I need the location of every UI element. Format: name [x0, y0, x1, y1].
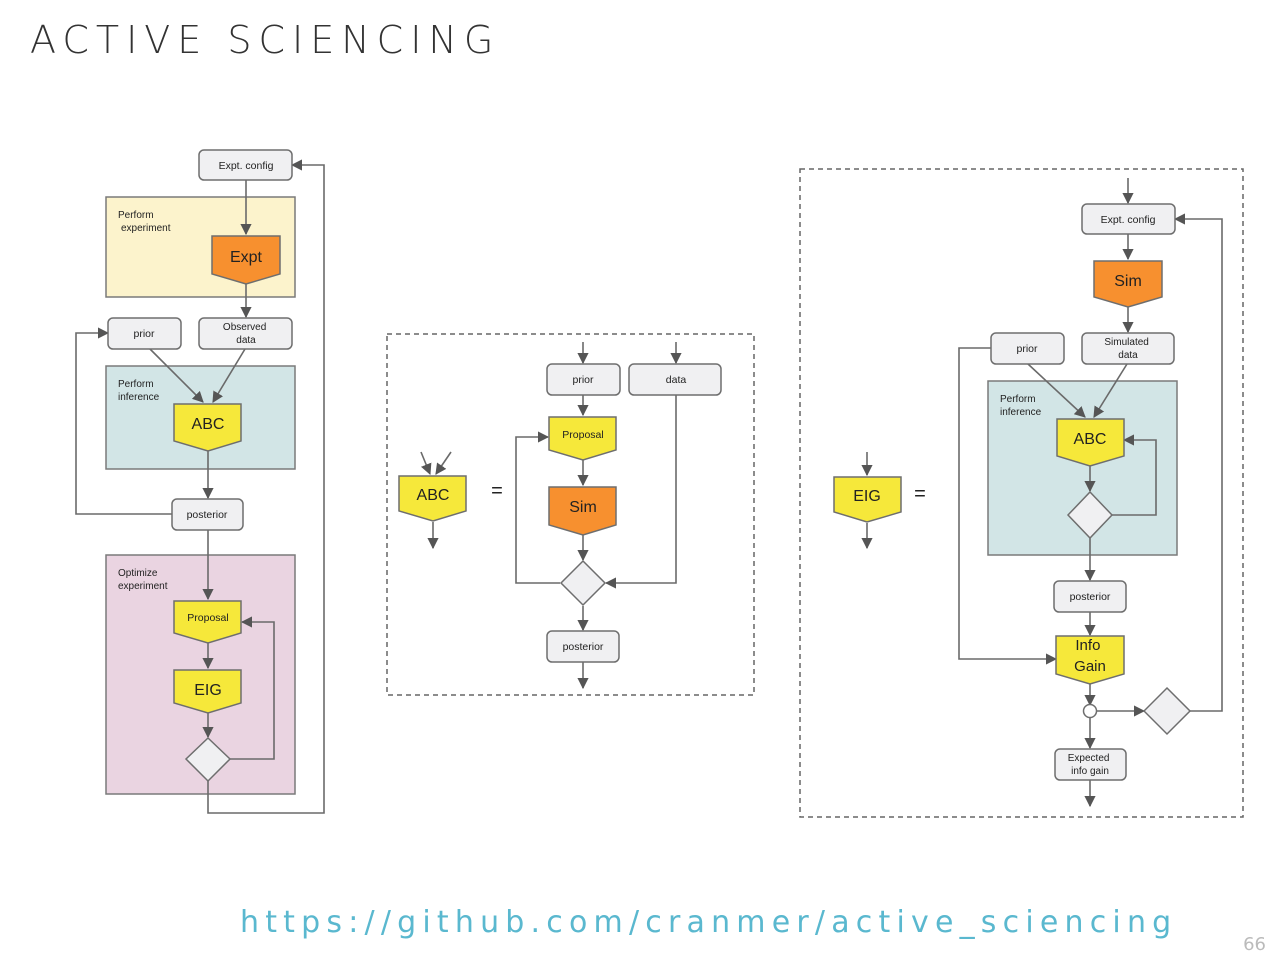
mid-posterior-text: posterior — [563, 641, 604, 653]
posterior-box — [171, 498, 244, 531]
abc-node — [173, 403, 242, 452]
abc-text: ABC — [192, 416, 225, 433]
right-abc-text: ABC — [1074, 431, 1107, 448]
eig-text: EIG — [194, 682, 222, 699]
expt-config-box — [198, 149, 293, 181]
eig-symbol-text: EIG — [853, 488, 881, 505]
right-abc-node — [1056, 418, 1125, 467]
mid-decision-diamond — [559, 559, 607, 607]
optimize-experiment-label: Optimize experiment — [118, 568, 168, 592]
right-prior-text: prior — [1016, 343, 1038, 355]
expt-node — [211, 235, 281, 285]
equals-sign: = — [491, 480, 503, 502]
right-inference-label: Perform inference — [1000, 394, 1042, 418]
eig-symbol-node — [833, 476, 902, 523]
expt-config-text: Expt. config — [219, 160, 274, 172]
abc-symbol-node — [398, 475, 467, 522]
observed-data-text: Observed data — [223, 322, 269, 346]
expt-text: Expt — [230, 249, 263, 266]
right-decision-diamond — [1066, 490, 1114, 540]
simulated-data-text: Simulated data — [1104, 337, 1151, 361]
left-flowchart: Perform experiment Perform inference Opt… — [75, 149, 325, 814]
repository-link[interactable]: https://github.com/cranmer/active_scienc… — [240, 905, 1178, 940]
proposal-text: Proposal — [187, 612, 228, 624]
page-number: 66 — [1243, 934, 1266, 955]
right-sim-text: Sim — [1114, 273, 1142, 290]
right-outer-decision-diamond — [1142, 686, 1192, 736]
right-posterior-text: posterior — [1070, 591, 1111, 603]
eig-definition-frame — [799, 168, 1244, 818]
slide-title: ACTIVE SCIENCING — [30, 18, 501, 62]
mid-proposal-text: Proposal — [562, 429, 603, 441]
abc-definition: ABC = prior data Proposal Sim posterior — [386, 333, 755, 696]
eig-node — [173, 669, 242, 714]
posterior-text: posterior — [187, 509, 228, 521]
abc-definition-frame — [386, 333, 755, 696]
abc-symbol-text: ABC — [417, 487, 450, 504]
right-expt-config-text: Expt. config — [1101, 214, 1156, 226]
perform-inference-label: Perform inference — [118, 379, 160, 403]
junction-circle — [1082, 703, 1098, 719]
mid-sim-node — [548, 486, 617, 536]
mid-proposal-node — [548, 416, 617, 461]
right-posterior-box — [1053, 580, 1127, 613]
right-expt-config-box — [1081, 203, 1176, 235]
mid-prior-box — [546, 363, 621, 396]
mid-posterior-box — [546, 630, 620, 663]
observed-data-box — [198, 317, 293, 350]
eig-equals-sign: = — [914, 483, 926, 505]
right-sim-node — [1093, 260, 1163, 308]
info-gain-node — [1055, 635, 1125, 685]
perform-experiment-label: Perform experiment — [118, 210, 171, 234]
eig-definition: EIG = Perform inference Expt. config Sim… — [799, 168, 1244, 818]
prior-box — [107, 317, 182, 350]
expected-info-gain-box — [1054, 748, 1127, 781]
mid-prior-text: prior — [572, 374, 594, 386]
mid-sim-text: Sim — [569, 499, 597, 516]
simulated-data-box — [1081, 332, 1175, 365]
info-gain-text: Info Gain — [1074, 637, 1106, 675]
prior-text: prior — [133, 328, 155, 340]
mid-data-text: data — [666, 374, 687, 386]
mid-data-box — [628, 363, 722, 396]
proposal-node — [173, 600, 242, 644]
decision-diamond — [184, 736, 232, 783]
expected-info-gain-text: Expected info gain — [1068, 753, 1112, 777]
right-prior-box — [990, 332, 1065, 365]
